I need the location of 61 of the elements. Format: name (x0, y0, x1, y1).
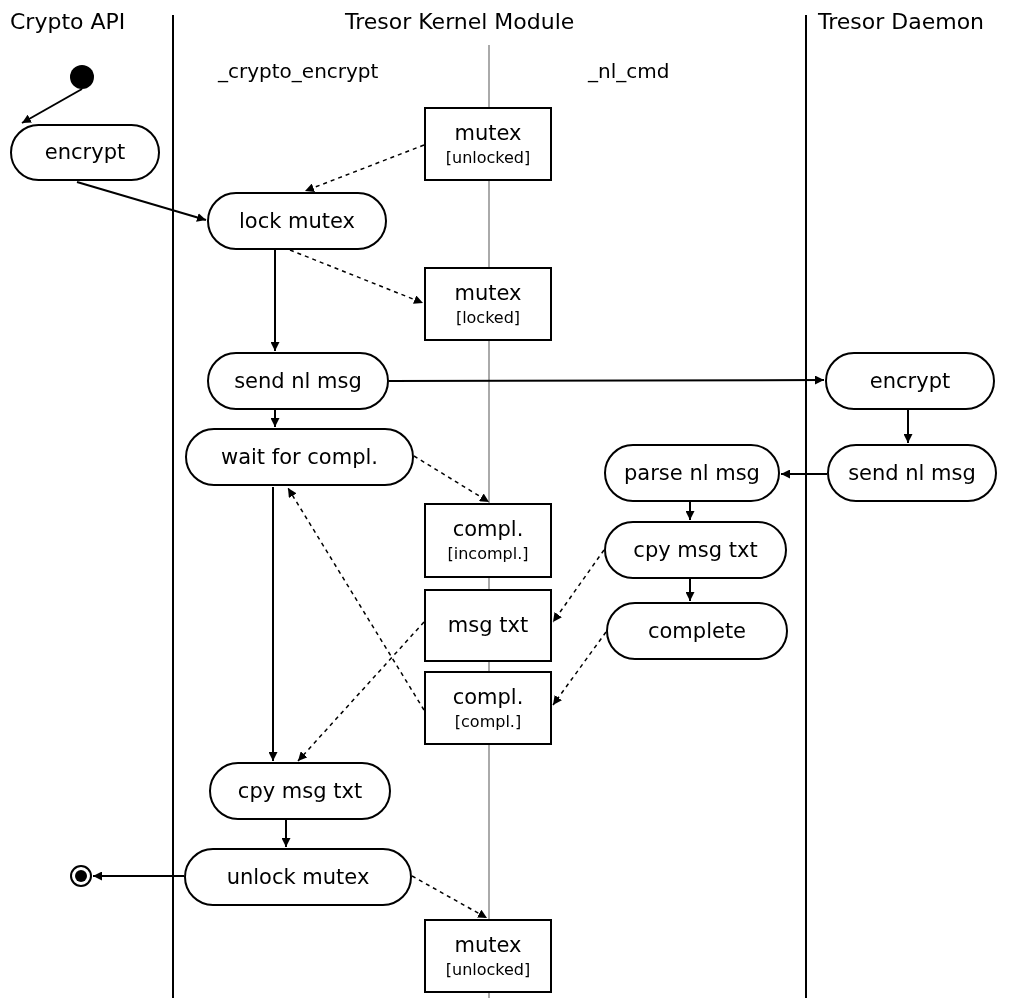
state-label: [unlocked] (445, 146, 531, 169)
node-label: wait for compl. (221, 443, 378, 471)
action-node (185, 428, 414, 486)
object-node (424, 107, 552, 181)
arrow (281, 819, 291, 848)
object-node (424, 589, 552, 662)
dashed-arrow (287, 487, 425, 711)
arrow (903, 409, 913, 444)
arrow (268, 486, 278, 762)
arrow (270, 409, 280, 428)
object-node (424, 267, 552, 341)
node-label: mutex (454, 119, 522, 147)
action-node (825, 352, 995, 410)
state-label: [locked] (455, 306, 521, 329)
end-node (70, 865, 92, 887)
state-label: [unlocked] (445, 958, 531, 981)
arrow (388, 375, 825, 385)
arrow (270, 249, 280, 352)
object-node (424, 671, 552, 745)
node-label: msg txt (447, 612, 529, 639)
action-node (207, 192, 387, 250)
dashed-arrow (413, 455, 490, 503)
node-label: unlock mutex (226, 863, 370, 891)
action-node (606, 602, 788, 660)
object-node (424, 503, 552, 578)
dashed-arrow (304, 144, 425, 192)
node-label: mutex (454, 279, 522, 307)
arrow (685, 578, 695, 602)
dashed-arrow (289, 249, 424, 304)
node-label: encrypt (869, 367, 951, 395)
action-node (604, 521, 787, 579)
arrow (76, 181, 207, 222)
state-label: [compl.] (454, 710, 522, 733)
dashed-arrow (552, 549, 605, 623)
dashed-arrow (552, 631, 607, 706)
node-label: send nl msg (234, 367, 362, 395)
action-node (827, 444, 997, 502)
action-node (10, 124, 160, 181)
node-label: cpy msg txt (633, 536, 758, 564)
node-label: mutex (454, 931, 522, 959)
node-label: compl. (452, 516, 524, 543)
action-node (184, 848, 412, 906)
node-label: complete (647, 617, 747, 645)
action-node (207, 352, 389, 410)
arrow (780, 469, 828, 479)
dashed-arrow (297, 621, 425, 762)
action-node (604, 444, 780, 502)
node-label: encrypt (44, 139, 126, 166)
arrow (21, 88, 83, 124)
node-label: cpy msg txt (237, 777, 363, 805)
node-label: compl. (452, 683, 524, 711)
node-label: lock mutex (238, 207, 355, 235)
dashed-arrow (411, 875, 488, 919)
arrow (92, 871, 185, 881)
state-label: [incompl.] (447, 543, 529, 565)
start-node (70, 65, 94, 89)
node-label: send nl msg (848, 459, 976, 487)
arrow (685, 501, 695, 521)
action-node (209, 762, 391, 820)
object-node (424, 919, 552, 993)
node-label: parse nl msg (624, 459, 760, 487)
